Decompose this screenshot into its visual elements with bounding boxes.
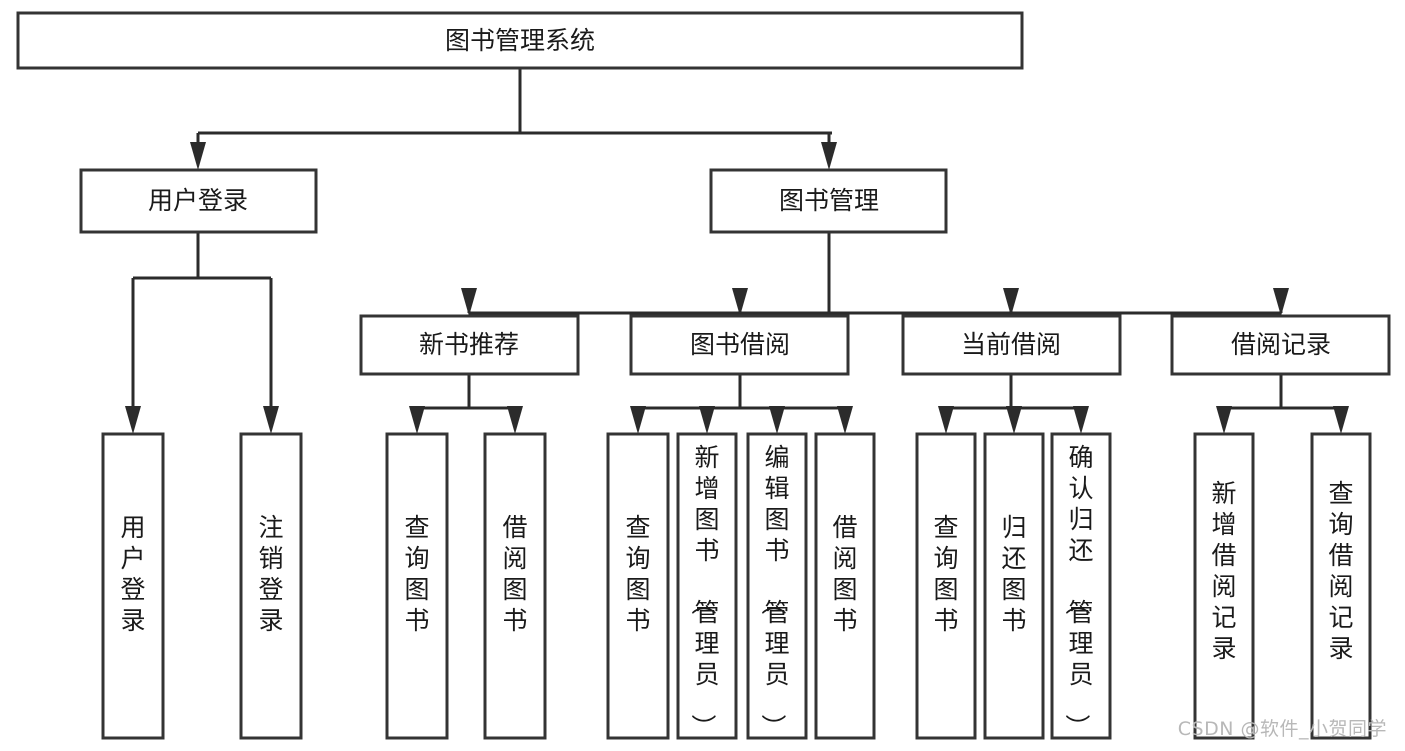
node-leaf-borrow-book-1[interactable]: 借阅图书 [483,432,547,740]
node-user-login[interactable]: 用户登录 [79,168,318,234]
arrow-head-leaf-add-record [1216,406,1232,434]
connector-group-book-borrow [630,374,853,434]
arrow-head-book-borrow [732,288,748,316]
node-leaf-add-book-label: 新增图书（管理员） [688,443,719,739]
node-new-book-recommend-label: 新书推荐 [419,330,519,359]
node-leaf-confirm-return[interactable]: 确认归还（管理员） [1050,432,1112,740]
node-leaf-query-book-1-box[interactable] [385,432,449,740]
node-leaf-confirm-return-label: 确认归还（管理员） [1062,443,1093,739]
node-leaf-borrow-book-1-box[interactable] [483,432,547,740]
arrow-head-leaf-edit-book [769,406,785,434]
node-leaf-confirm-return-box[interactable] [1050,432,1112,740]
node-borrow-record-label: 借阅记录 [1231,330,1331,359]
connector-group-current-borrow [938,374,1089,434]
node-current-borrow-label: 当前借阅 [961,330,1061,359]
node-leaf-edit-book-label: 编辑图书（管理员） [758,443,789,739]
connector-group-user-login [125,232,279,434]
connector-group-book-management [461,232,1289,316]
node-book-management-label: 图书管理 [779,186,879,215]
node-leaf-query-book-3-box[interactable] [915,432,977,740]
node-root[interactable]: 图书管理系统 [16,11,1024,70]
arrow-head-leaf-borrow-book-1 [507,406,523,434]
node-leaf-add-record-box[interactable] [1193,432,1255,740]
node-leaf-return-book-box[interactable] [983,432,1045,740]
node-leaf-query-record[interactable]: 查询借阅记录 [1310,432,1372,740]
node-current-borrow-box[interactable] [901,314,1122,376]
node-leaf-add-book-box[interactable] [676,432,738,740]
connector-group-borrow-record [1216,374,1349,434]
arrow-head-leaf-confirm-return [1073,406,1089,434]
node-leaf-query-book-3-label: 查询图书 [933,513,958,635]
node-leaf-query-book-1[interactable]: 查询图书 [385,432,449,740]
node-current-borrow[interactable]: 当前借阅 [901,314,1122,376]
node-leaf-query-book-2-box[interactable] [606,432,670,740]
node-leaf-user-login-box[interactable] [101,432,165,740]
arrow-head-leaf-query-book-1 [409,406,425,434]
node-book-borrow-label: 图书借阅 [690,330,790,359]
arrow-head-leaf-query-book-2 [630,406,646,434]
arrow-head-leaf-add-book [699,406,715,434]
node-new-book-recommend-box[interactable] [359,314,580,376]
node-leaf-query-record-label: 查询借阅记录 [1328,479,1353,663]
node-leaf-borrow-book-2-box[interactable] [814,432,876,740]
node-leaf-user-logout[interactable]: 注销登录 [239,432,303,740]
node-leaf-user-login[interactable]: 用户登录 [101,432,165,740]
arrow-head-current-borrow [1003,288,1019,316]
node-leaf-edit-book-box[interactable] [746,432,808,740]
node-leaf-add-book[interactable]: 新增图书（管理员） [676,432,738,740]
node-leaf-borrow-book-1-label: 借阅图书 [502,513,527,635]
node-leaf-query-record-box[interactable] [1310,432,1372,740]
connector-group-new-book-recommend [409,374,523,434]
node-book-borrow-box[interactable] [629,314,850,376]
arrow-head-leaf-user-logout [263,406,279,434]
arrow-head-leaf-borrow-book-2 [837,406,853,434]
node-leaf-borrow-book-2-label: 借阅图书 [832,513,857,635]
node-leaf-query-book-3[interactable]: 查询图书 [915,432,977,740]
arrow-head-user-login [190,142,206,170]
node-leaf-edit-book[interactable]: 编辑图书（管理员） [746,432,808,740]
node-book-management[interactable]: 图书管理 [709,168,948,234]
node-leaf-add-record-label: 新增借阅记录 [1211,479,1236,663]
node-root-label: 图书管理系统 [445,26,595,55]
arrow-head-new-book-recommend [461,288,477,316]
arrow-head-borrow-record [1273,288,1289,316]
node-user-login-label: 用户登录 [148,186,248,215]
arrow-head-leaf-user-login [125,406,141,434]
node-book-borrow[interactable]: 图书借阅 [629,314,850,376]
csdn-watermark: CSDN @软件_小贺同学 [1177,718,1387,740]
node-leaf-user-login-label: 用户登录 [120,513,145,635]
node-leaf-user-logout-label: 注销登录 [258,513,283,635]
arrow-head-leaf-query-record [1333,406,1349,434]
node-root-box[interactable] [16,11,1024,70]
node-leaf-return-book[interactable]: 归还图书 [983,432,1045,740]
node-user-login-box[interactable] [79,168,318,234]
arrow-head-book-management [821,142,837,170]
node-borrow-record[interactable]: 借阅记录 [1170,314,1391,376]
node-leaf-return-book-label: 归还图书 [1001,513,1026,635]
node-leaf-query-book-1-label: 查询图书 [404,513,429,635]
node-leaf-add-record[interactable]: 新增借阅记录 [1193,432,1255,740]
node-leaf-query-book-2-label: 查询图书 [625,513,650,635]
node-new-book-recommend[interactable]: 新书推荐 [359,314,580,376]
node-leaf-query-book-2[interactable]: 查询图书 [606,432,670,740]
arrow-head-leaf-return-book [1006,406,1022,434]
node-book-management-box[interactable] [709,168,948,234]
connector-group-root [190,68,837,170]
node-leaf-borrow-book-2[interactable]: 借阅图书 [814,432,876,740]
node-leaf-user-logout-box[interactable] [239,432,303,740]
node-borrow-record-box[interactable] [1170,314,1391,376]
arrow-head-leaf-query-book-3 [938,406,954,434]
